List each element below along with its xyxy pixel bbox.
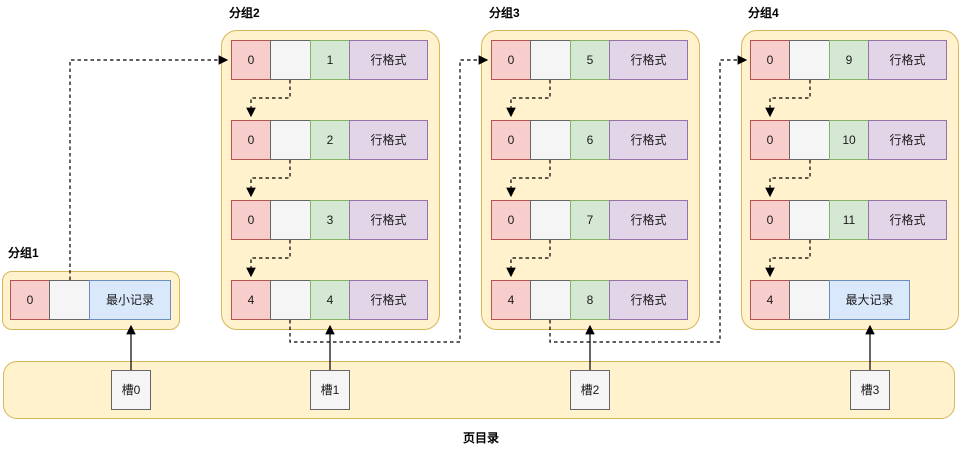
owned-count-cell: 0 <box>231 200 271 240</box>
record-key-cell: 5 <box>570 40 610 80</box>
owned-count-cell: 0 <box>750 120 790 160</box>
next-pointer-cell <box>789 120 830 160</box>
group-4-label: 分组4 <box>748 6 779 20</box>
next-pointer-cell <box>530 280 571 320</box>
owned-count-cell: 0 <box>231 40 271 80</box>
record-g4-3: 0 11 行格式 <box>750 200 947 240</box>
owned-count-cell: 4 <box>491 280 531 320</box>
record-min: 0 最小记录 <box>10 280 171 320</box>
owned-count-cell: 4 <box>750 280 790 320</box>
record-key-cell: 9 <box>829 40 869 80</box>
owned-count-cell: 0 <box>491 200 531 240</box>
min-record-cell: 最小记录 <box>89 280 171 320</box>
record-g2-1: 0 1 行格式 <box>231 40 428 80</box>
record-key-cell: 8 <box>570 280 610 320</box>
record-g4-1: 0 9 行格式 <box>750 40 947 80</box>
row-format-cell: 行格式 <box>349 200 428 240</box>
next-pointer-cell <box>49 280 90 320</box>
record-g3-2: 0 6 行格式 <box>491 120 688 160</box>
record-key-cell: 3 <box>310 200 350 240</box>
slot-3: 槽3 <box>850 370 890 410</box>
slot-1: 槽1 <box>310 370 350 410</box>
next-pointer-cell <box>789 200 830 240</box>
owned-count-cell: 0 <box>750 40 790 80</box>
row-format-cell: 行格式 <box>868 200 947 240</box>
owned-count-cell: 4 <box>231 280 271 320</box>
record-g2-3: 0 3 行格式 <box>231 200 428 240</box>
owned-count-cell: 0 <box>231 120 271 160</box>
row-format-cell: 行格式 <box>349 40 428 80</box>
record-key-cell: 10 <box>829 120 869 160</box>
record-key-cell: 6 <box>570 120 610 160</box>
record-key-cell: 4 <box>310 280 350 320</box>
record-key-cell: 7 <box>570 200 610 240</box>
record-g2-4: 4 4 行格式 <box>231 280 428 320</box>
record-key-cell: 2 <box>310 120 350 160</box>
record-key-cell: 1 <box>310 40 350 80</box>
owned-count-cell: 0 <box>491 120 531 160</box>
group-2-label: 分组2 <box>229 6 260 20</box>
row-format-cell: 行格式 <box>609 200 688 240</box>
row-format-cell: 行格式 <box>349 280 428 320</box>
next-pointer-cell <box>270 200 311 240</box>
record-g4-2: 0 10 行格式 <box>750 120 947 160</box>
next-pointer-cell <box>270 40 311 80</box>
record-g3-1: 0 5 行格式 <box>491 40 688 80</box>
group-1-label: 分组1 <box>8 246 39 260</box>
page-directory-band <box>3 361 955 419</box>
max-record-cell: 最大记录 <box>829 280 910 320</box>
page-directory-label: 页目录 <box>462 431 499 445</box>
record-key-cell: 11 <box>829 200 869 240</box>
group-3-label: 分组3 <box>489 6 520 20</box>
next-pointer-cell <box>789 40 830 80</box>
next-pointer-cell <box>530 40 571 80</box>
row-format-cell: 行格式 <box>609 280 688 320</box>
row-format-cell: 行格式 <box>349 120 428 160</box>
owned-count-cell: 0 <box>10 280 50 320</box>
next-pointer-cell <box>530 200 571 240</box>
slot-0: 槽0 <box>111 370 151 410</box>
link-min-to-g2-arrow <box>69 55 229 280</box>
row-format-cell: 行格式 <box>868 120 947 160</box>
row-format-cell: 行格式 <box>609 40 688 80</box>
row-format-cell: 行格式 <box>609 120 688 160</box>
slot-2: 槽2 <box>570 370 610 410</box>
next-pointer-cell <box>789 280 830 320</box>
record-max: 4 最大记录 <box>750 280 910 320</box>
next-pointer-cell <box>270 280 311 320</box>
record-g3-3: 0 7 行格式 <box>491 200 688 240</box>
record-g2-2: 0 2 行格式 <box>231 120 428 160</box>
owned-count-cell: 0 <box>491 40 531 80</box>
next-pointer-cell <box>530 120 571 160</box>
row-format-cell: 行格式 <box>868 40 947 80</box>
record-g3-4: 4 8 行格式 <box>491 280 688 320</box>
owned-count-cell: 0 <box>750 200 790 240</box>
next-pointer-cell <box>270 120 311 160</box>
